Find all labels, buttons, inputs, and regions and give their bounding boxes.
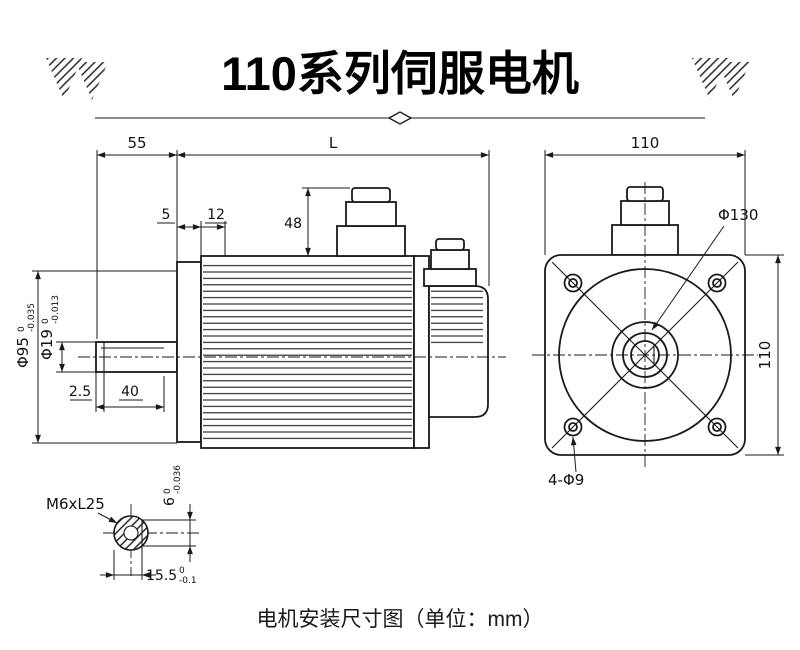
- dim-phi19-tol-upper: 0: [41, 318, 51, 324]
- dimension-flange-height: 110: [745, 254, 784, 456]
- hatch-decoration-left-icon: [46, 58, 108, 100]
- hatch-decoration-right-icon: [692, 58, 750, 100]
- dim-6-tol-upper: 0: [163, 488, 173, 494]
- shaft-end-detail: M6xL25 6 0 -0.036 15.5 0 -0.1: [46, 465, 202, 586]
- dim-6-tol-lower: -0.036: [173, 465, 183, 494]
- dim-110-right-label: 110: [756, 341, 774, 370]
- dim-15-5-label: 15.5: [146, 568, 177, 584]
- dim-phi95-label: Φ95: [14, 337, 32, 368]
- motor-cooling-fins: [203, 261, 412, 443]
- dim-L-label: L: [329, 134, 338, 152]
- page-title: 110系列伺服电机: [221, 47, 579, 100]
- dim-6-label: 6: [162, 497, 178, 506]
- callout-mounting-holes: 4-Φ9: [548, 436, 584, 489]
- title-divider: [95, 111, 705, 125]
- dim-48-label: 48: [284, 216, 302, 232]
- encoder-fins: [431, 290, 483, 348]
- dimension-shaft-diameter: Φ19 0 -0.013: [38, 295, 96, 373]
- dim-phi95-tol-upper: 0: [17, 326, 27, 332]
- dimension-key-width: 6 0 -0.036: [142, 465, 196, 562]
- thread-spec-label: M6xL25: [46, 495, 105, 513]
- dimension-key-flat: 15.5 0 -0.1: [100, 546, 197, 586]
- dim-15-5-tol-upper: 0: [179, 566, 185, 576]
- divider-diamond-icon: [387, 111, 413, 125]
- callout-pilot-circle: Φ130: [651, 206, 758, 331]
- dim-40-label: 40: [121, 384, 139, 400]
- dim-5-label: 5: [162, 207, 171, 223]
- encoder-connector: [423, 238, 477, 287]
- dim-phi19-tol-lower: -0.013: [51, 295, 61, 324]
- motor-front-flange: [176, 261, 202, 443]
- dimension-connector-height: 48: [284, 187, 350, 256]
- dimension-flange-width: 110: [544, 134, 746, 255]
- dim-4-phi9-label: 4-Φ9: [548, 471, 584, 489]
- front-view: 110 110 Φ130 4-Φ9: [532, 134, 784, 489]
- dimension-pilot-diameter: Φ95 0 -0.035: [14, 270, 177, 444]
- dim-110-top-label: 110: [631, 134, 660, 152]
- dim-2-5-label: 2.5: [69, 384, 91, 400]
- dim-15-5-tol-lower: -0.1: [179, 576, 197, 586]
- tapped-hole-circle: [123, 525, 139, 541]
- dimension-flange-offsets: 5 12: [157, 207, 227, 256]
- thread-leader-line: [97, 512, 118, 524]
- dim-phi130-label: Φ130: [718, 206, 758, 224]
- dimension-shaft-sections: 2.5 40: [69, 372, 165, 412]
- dim-phi19-label: Φ19: [38, 329, 56, 360]
- drawing-caption: 电机安装尺寸图（单位：mm）: [257, 608, 544, 631]
- header: 110系列伺服电机: [46, 47, 750, 125]
- dimension-body-length: L: [177, 134, 489, 158]
- dim-12-label: 12: [207, 207, 225, 223]
- dim-phi95-tol-lower: -0.035: [27, 303, 37, 332]
- side-view: 55 L 5 12 48 Φ95: [14, 134, 506, 449]
- dimension-shaft-length: 55: [96, 134, 490, 339]
- mounting-holes: [563, 273, 727, 437]
- dim-55-label: 55: [127, 134, 146, 152]
- power-connector: [336, 187, 406, 257]
